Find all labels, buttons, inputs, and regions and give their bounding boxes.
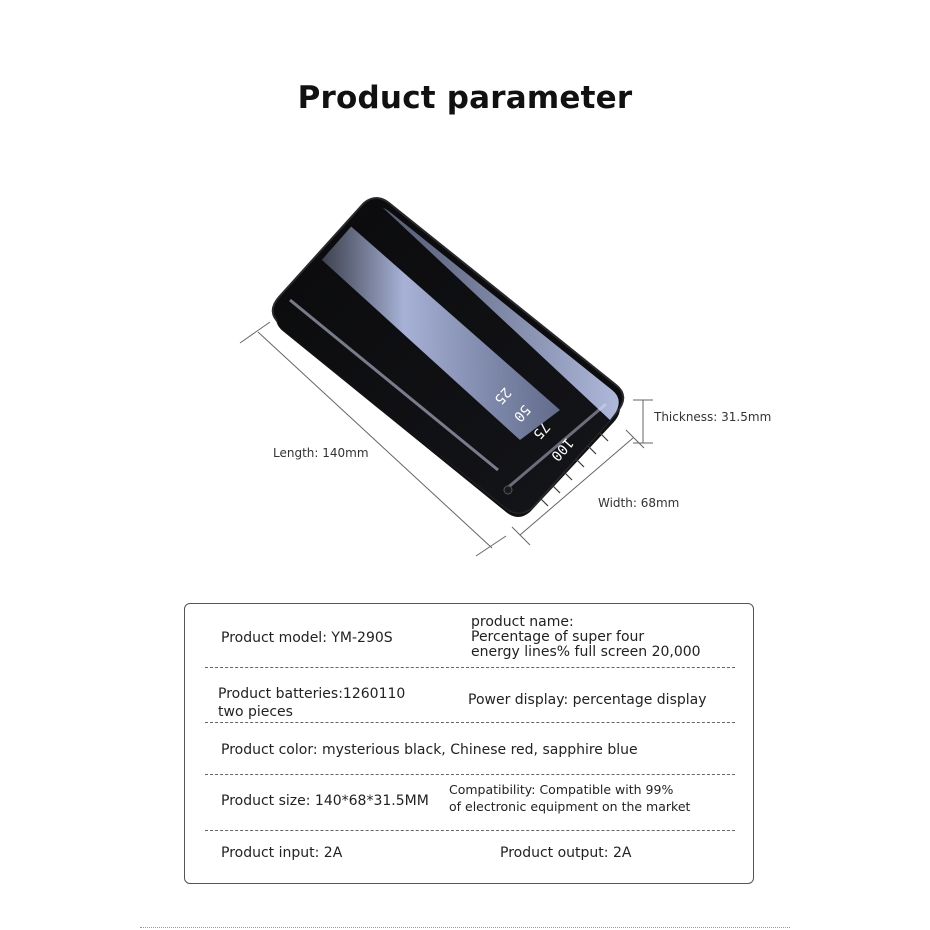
product-name-line-1: Percentage of super four bbox=[471, 629, 645, 645]
product-output: Product output: 2A bbox=[500, 845, 632, 861]
power-button-icon bbox=[503, 485, 513, 495]
width-label: Width: 68mm bbox=[598, 496, 680, 510]
product-size: Product size: 140*68*31.5MM bbox=[221, 793, 429, 809]
row-divider bbox=[205, 774, 735, 775]
length-label: Length: 140mm bbox=[273, 446, 369, 460]
power-bank-image: 25 50 75 100 bbox=[239, 197, 653, 557]
power-display: Power display: percentage display bbox=[468, 692, 707, 708]
product-model: Product model: YM-290S bbox=[221, 630, 393, 646]
product-batteries-line-2: two pieces bbox=[218, 704, 293, 720]
bottom-divider bbox=[140, 927, 790, 928]
row-divider bbox=[205, 830, 735, 831]
product-input: Product input: 2A bbox=[221, 845, 343, 861]
spec-table: Product model: YM-290S product name: Per… bbox=[184, 603, 754, 884]
product-batteries: Product batteries:1260110 bbox=[218, 686, 406, 702]
product-color: Product color: mysterious black, Chinese… bbox=[221, 742, 638, 758]
length-dimension-line bbox=[257, 331, 493, 549]
row-divider bbox=[205, 722, 735, 723]
compatibility-line-1: Compatibility: Compatible with 99% bbox=[449, 782, 674, 797]
page-title: Product parameter bbox=[297, 80, 633, 116]
row-divider bbox=[205, 667, 735, 668]
product-name-label: product name: bbox=[471, 614, 574, 630]
thickness-label: Thickness: 31.5mm bbox=[654, 410, 772, 424]
product-name-line-2: energy lines% full screen 20,000 bbox=[471, 644, 701, 660]
width-dimension-line bbox=[519, 437, 634, 536]
compatibility-line-2: of electronic equipment on the market bbox=[449, 799, 691, 814]
